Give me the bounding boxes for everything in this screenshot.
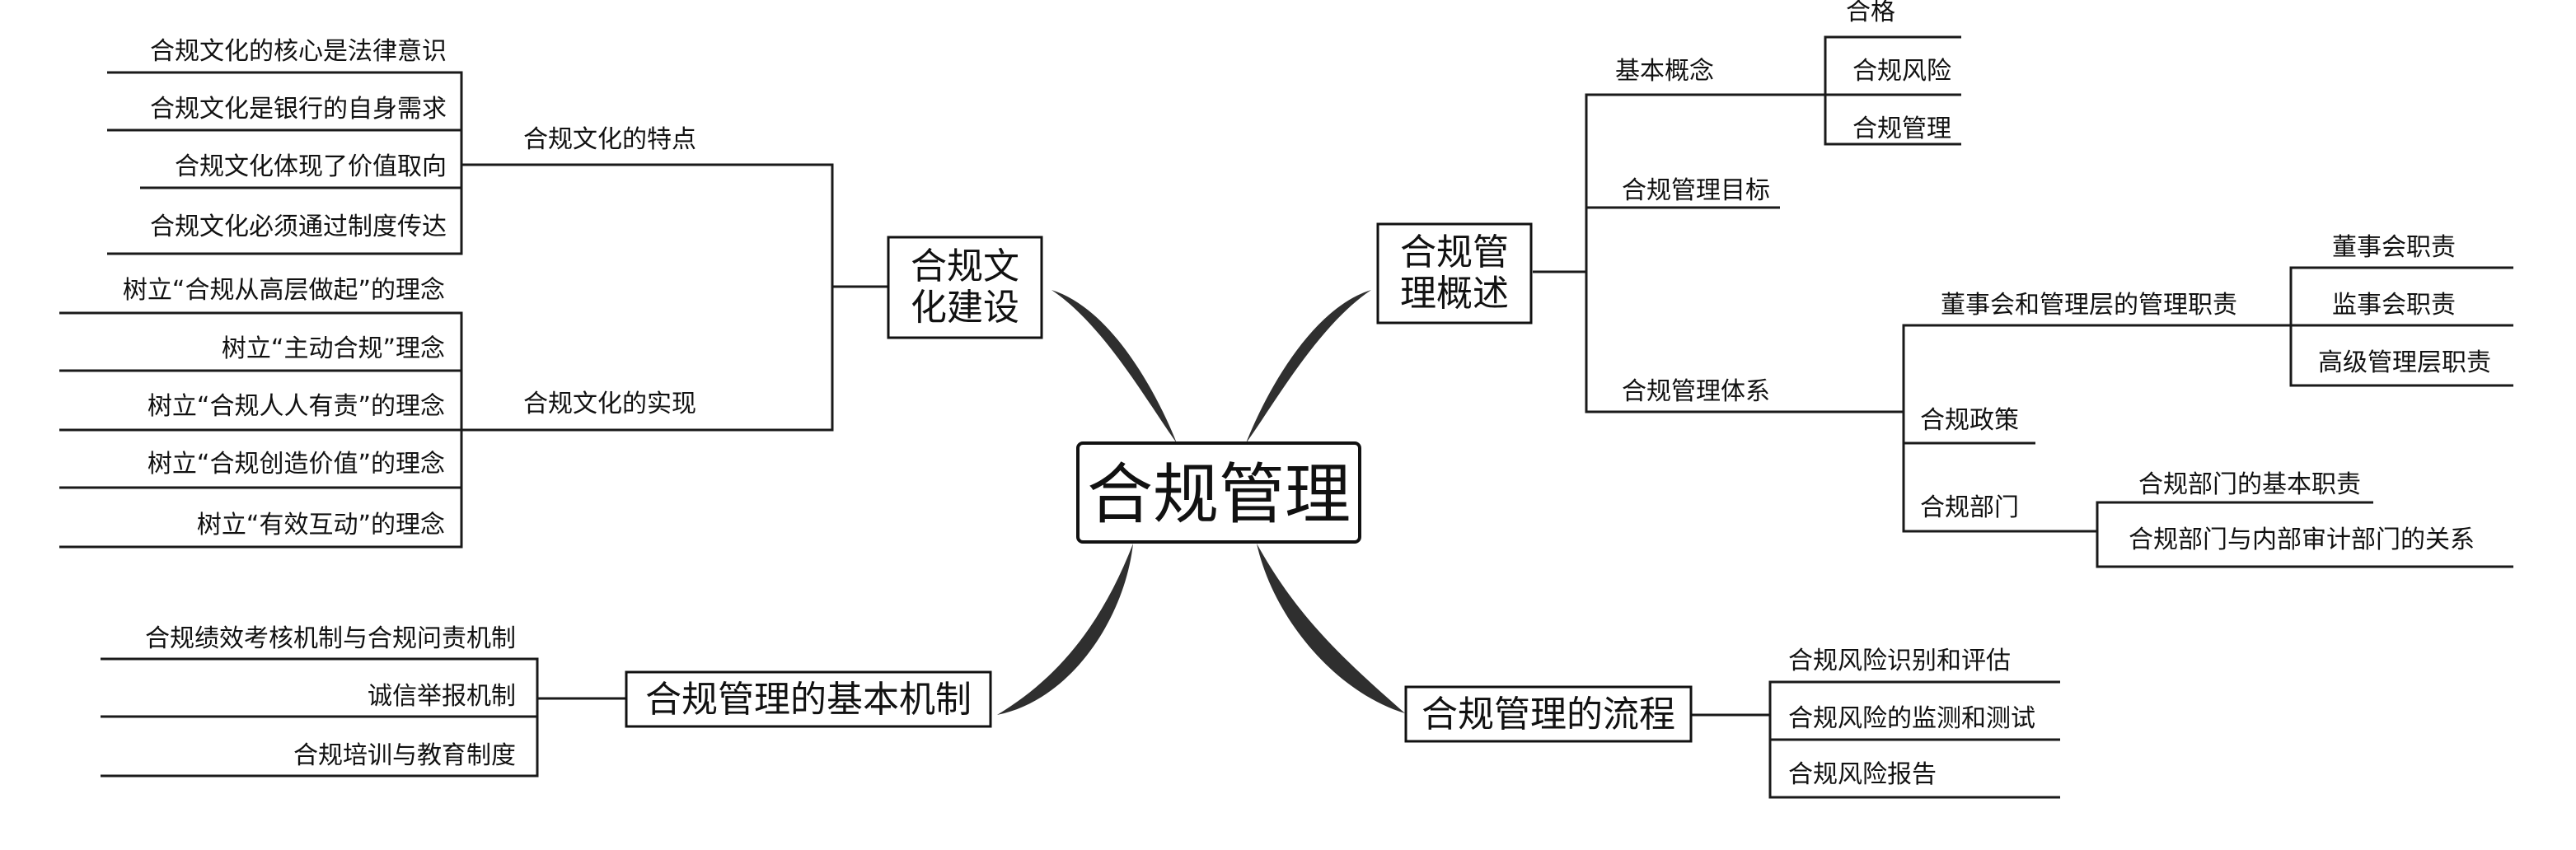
culture-realization-item: 树立“合规人人有责”的理念: [148, 392, 445, 421]
culture-feature-item: 合规文化体现了价值取向: [175, 152, 447, 181]
connector-process: [1257, 544, 1405, 713]
process-topic-label: 合规管理的流程: [1421, 694, 1675, 736]
board-item: 监事会职责: [2332, 291, 2456, 320]
process-item: 合规风险识别和评估: [1788, 647, 2011, 675]
process-item: 合规风险报告: [1788, 760, 1937, 789]
dept-label: 合规部门: [1920, 493, 2019, 522]
policy-label: 合规政策: [1920, 406, 2019, 435]
overview-topic-box[interactable]: [1376, 222, 1533, 325]
connector-culture: [1051, 290, 1177, 443]
concepts-label: 基本概念: [1615, 57, 1714, 86]
branch-process: 合规风险识别和评估 合规风险的监测和测试 合规风险报告 合规管理的流程: [1404, 647, 2060, 799]
connector-overview: [1246, 290, 1371, 443]
culture-features-label: 合规文化的特点: [523, 125, 696, 154]
branch-mechanism: 合规绩效考核机制与合规问责机制 诚信举报机制 合规培训与教育制度 合规管理的基本…: [101, 624, 992, 778]
mechanism-item: 合规绩效考核机制与合规问责机制: [145, 624, 516, 653]
board-item: 高级管理层职责: [2318, 348, 2491, 377]
culture-feature-item: 合规文化必须通过制度传达: [150, 212, 447, 241]
branch-culture: 合规文化的特点 合规文化的核心是法律意识 合规文化是银行的自身需求 合规文化体现…: [59, 37, 1043, 549]
concept-item: 合格: [1846, 0, 1895, 26]
culture-realization-item: 树立“合规从高层做起”的理念: [123, 276, 445, 305]
culture-topic-line2: 化建设: [911, 287, 1019, 329]
dept-item: 合规部门与内部审计部门的关系: [2129, 525, 2475, 554]
branch-overview: 基本概念 合格 合规风险 合规管理 合规管理目标 合规管理体系 董事会和管理层的…: [1376, 0, 2513, 568]
mechanism-topic-label: 合规管理的基本机制: [645, 679, 972, 721]
center-title: 合规管理: [1087, 456, 1351, 533]
concept-item: 合规管理: [1852, 114, 1951, 143]
culture-realization-item: 树立“主动合规”理念: [222, 334, 445, 363]
overview-topic-line2: 理概述: [1400, 273, 1509, 315]
center-node[interactable]: 合规管理: [1076, 441, 1361, 544]
mechanism-topic-box[interactable]: [625, 670, 992, 728]
dept-item: 合规部门的基本职责: [2138, 470, 2361, 499]
culture-realization-item: 树立“合规创造价值”的理念: [148, 450, 445, 479]
culture-feature-item: 合规文化是银行的自身需求: [150, 95, 447, 124]
overview-topic-line1: 合规管: [1400, 231, 1509, 273]
process-topic-box[interactable]: [1404, 685, 1693, 743]
culture-topic-line1: 合规文: [911, 245, 1019, 287]
goal-label: 合规管理目标: [1622, 176, 1770, 205]
concept-item: 合规风险: [1852, 57, 1951, 86]
mechanism-item: 合规培训与教育制度: [293, 741, 516, 770]
culture-topic-box[interactable]: [887, 236, 1043, 339]
culture-feature-item: 合规文化的核心是法律意识: [150, 37, 447, 66]
connector-mechanism: [997, 544, 1133, 715]
culture-realization-item: 树立“有效互动”的理念: [197, 511, 445, 539]
board-item: 董事会职责: [2332, 233, 2456, 262]
culture-realization-label: 合规文化的实现: [523, 390, 696, 418]
system-label: 合规管理体系: [1622, 377, 1770, 406]
process-item: 合规风险的监测和测试: [1788, 704, 2035, 733]
mechanism-item: 诚信举报机制: [368, 682, 516, 711]
board-label: 董事会和管理层的管理职责: [1941, 291, 2237, 320]
center-box[interactable]: [1076, 441, 1361, 544]
